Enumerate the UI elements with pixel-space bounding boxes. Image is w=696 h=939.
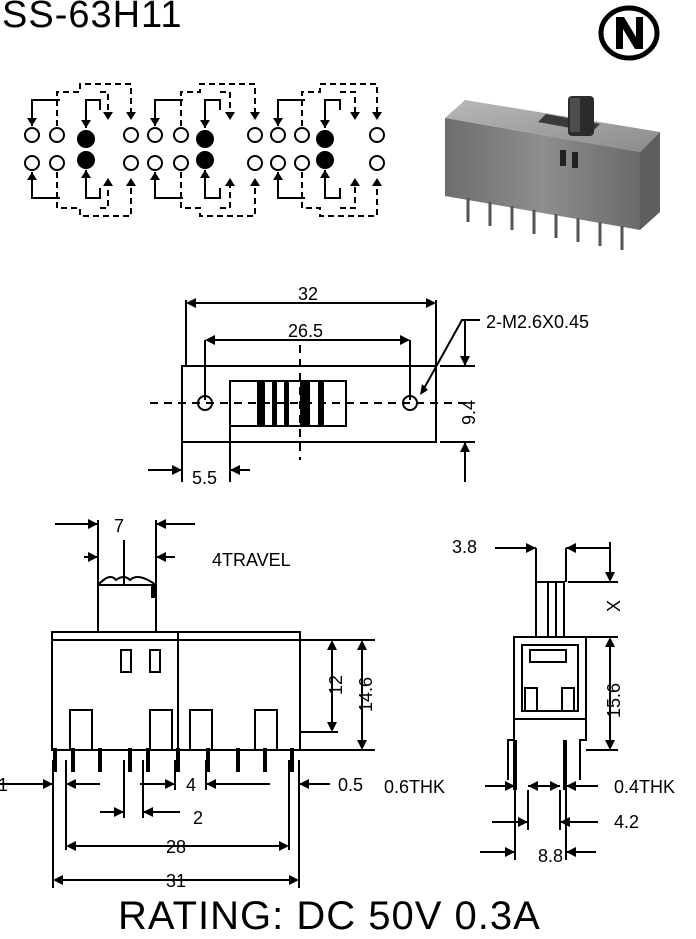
dim-overall-width: 32 bbox=[298, 284, 318, 304]
dim-height: 9.4 bbox=[459, 400, 479, 425]
dim-right-margin: 0.5 bbox=[338, 775, 363, 795]
dim-edge-offset: 5.5 bbox=[192, 468, 217, 488]
dim-travel: 4TRAVEL bbox=[212, 550, 291, 570]
dim-overall-length: 31 bbox=[166, 871, 186, 891]
dim-side-body-height: 15.6 bbox=[604, 683, 624, 718]
rating-label: RATING: DC 50V 0.3A bbox=[118, 894, 541, 938]
dim-body-height: 12 bbox=[326, 675, 346, 695]
dim-mount-screw: 2-M2.6X0.45 bbox=[486, 312, 589, 332]
dim-knob-height: X bbox=[604, 600, 624, 612]
dim-hole-spacing: 26.5 bbox=[288, 321, 323, 341]
dim-side-knob-width: 3.8 bbox=[452, 537, 477, 557]
dim-side-pin-span: 8.8 bbox=[538, 846, 563, 866]
dim-left-margin: 1 bbox=[0, 775, 8, 795]
dim-knob-width: 7 bbox=[114, 516, 124, 536]
dim-pin-offset: 2 bbox=[193, 808, 203, 828]
part-number-title: SS-63H11 bbox=[2, 0, 183, 36]
dim-left-pin-thickness: 0.6THK bbox=[384, 777, 445, 797]
dim-right-pin-thickness: 0.4THK bbox=[614, 777, 675, 797]
dim-pin-pitch: 4 bbox=[186, 775, 196, 795]
dim-overall-height: 14.6 bbox=[356, 677, 376, 712]
dim-pin-span: 28 bbox=[166, 837, 186, 857]
brand-logo bbox=[598, 4, 660, 62]
dim-pin-center: 4.2 bbox=[614, 812, 639, 832]
